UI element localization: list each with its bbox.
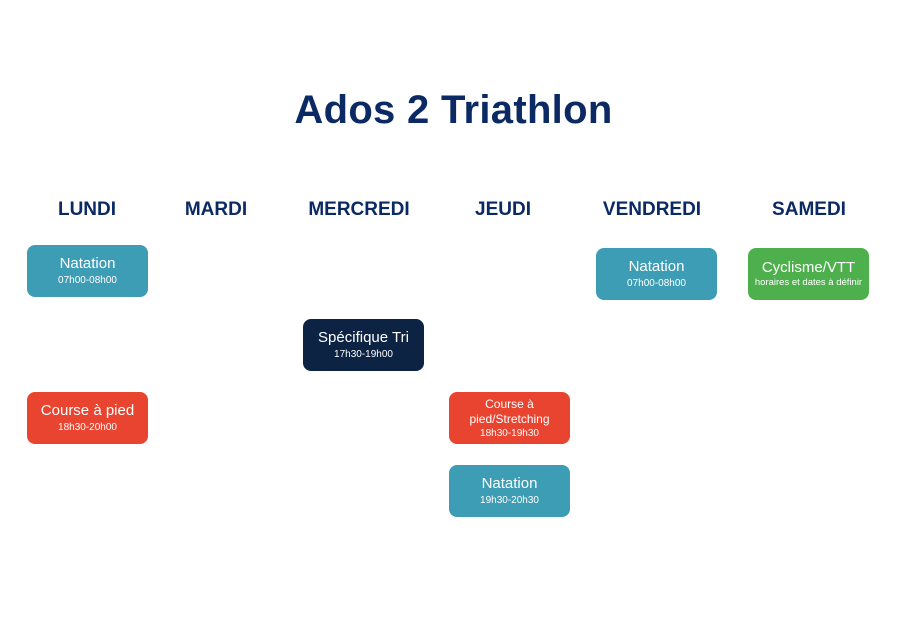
session-name: Natation bbox=[628, 258, 685, 275]
session-name: Cyclisme/VTT bbox=[761, 258, 856, 276]
session-time: 17h30-19h00 bbox=[334, 349, 393, 360]
session-time: 18h30-20h00 bbox=[58, 422, 117, 433]
session-name: Natation bbox=[59, 255, 116, 272]
session-name: Course à pied bbox=[40, 402, 135, 419]
session-name: Natation bbox=[481, 475, 538, 492]
session-time: 18h30-19h30 bbox=[480, 427, 539, 439]
page-title: Ados 2 Triathlon bbox=[294, 88, 613, 132]
session-name: Spécifique Tri bbox=[318, 329, 409, 346]
session-card-jeudi-course-stretching[interactable]: Course à pied/Stretching 18h30-19h30 bbox=[449, 392, 570, 444]
session-card-lundi-course[interactable]: Course à pied 18h30-20h00 bbox=[27, 392, 148, 444]
session-name: Course à pied/Stretching bbox=[469, 396, 550, 426]
session-card-jeudi-natation[interactable]: Natation 19h30-20h30 bbox=[449, 465, 570, 517]
session-time: horaires et dates à définir bbox=[754, 276, 863, 288]
day-header-mercredi: MERCREDI bbox=[308, 199, 410, 220]
session-card-mercredi-specifique-tri[interactable]: Spécifique Tri 17h30-19h00 bbox=[303, 319, 424, 371]
day-header-samedi: SAMEDI bbox=[772, 199, 846, 220]
day-header-jeudi: JEUDI bbox=[475, 199, 531, 220]
session-time: 07h00-08h00 bbox=[58, 275, 117, 286]
day-header-mardi: MARDI bbox=[184, 199, 248, 220]
session-card-lundi-natation[interactable]: Natation 07h00-08h00 bbox=[27, 245, 148, 297]
day-header-vendredi: VENDREDI bbox=[602, 199, 702, 220]
day-header-lundi: LUNDI bbox=[57, 199, 117, 220]
session-time: 07h00-08h00 bbox=[627, 278, 686, 289]
session-time: 19h30-20h30 bbox=[480, 495, 539, 506]
session-card-vendredi-natation[interactable]: Natation 07h00-08h00 bbox=[596, 248, 717, 300]
session-card-samedi-cyclisme[interactable]: Cyclisme/VTT horaires et dates à définir bbox=[748, 248, 869, 300]
